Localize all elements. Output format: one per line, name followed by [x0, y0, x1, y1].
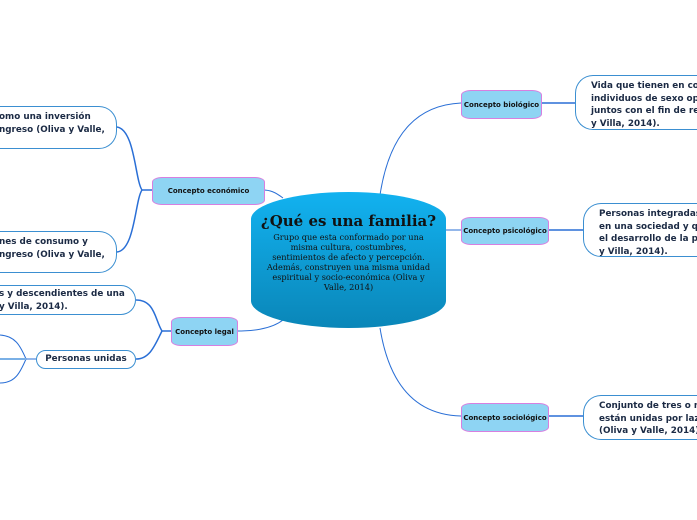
leaf-line: juntos con el fin de repr — [591, 106, 697, 116]
concept-legal[interactable]: Concepto legal — [171, 317, 238, 346]
central-topic[interactable]: ¿Qué es una familia? Grupo que esta conf… — [251, 192, 446, 328]
leaf-line: en una sociedad y que — [599, 221, 697, 232]
leaf-line: (Oliva y Valle, 2014). — [599, 426, 697, 436]
leaf-line: y Villa, 2014). — [599, 246, 668, 257]
biologico-leaf[interactable]: Vida que tienen en com individuos de sex… — [575, 75, 697, 130]
concept-economico[interactable]: Concepto económico — [152, 177, 265, 205]
leaf-line: ngreso (Oliva y Valle, — [0, 249, 105, 260]
leaf-line: omo una inversión — [0, 112, 91, 122]
leaf-line: Personas integradas s — [599, 209, 697, 219]
sociologico-leaf[interactable]: Conjunto de tres o m están unidas por la… — [583, 395, 697, 440]
leaf-line: Conjunto de tres o m — [599, 401, 697, 411]
legal-leaf-personas-unidas[interactable]: Personas unidas — [36, 350, 136, 369]
leaf-line: individuos de sexo opue — [591, 93, 697, 104]
central-title: ¿Qué es una familia? — [260, 212, 437, 230]
leaf-line: ngreso (Oliva y Valle, — [0, 124, 105, 135]
leaf-line: están unidas por lazo — [599, 413, 697, 424]
leaf-line: Vida que tienen en com — [591, 81, 697, 91]
leaf-line: nes de consumo y — [0, 237, 88, 247]
legal-leaf-1[interactable]: s y descendientes de una y Villa, 2014). — [0, 285, 136, 315]
economico-leaf-1[interactable]: omo una inversión ngreso (Oliva y Valle, — [0, 106, 117, 149]
psicologico-leaf[interactable]: Personas integradas s en una sociedad y … — [583, 203, 697, 257]
leaf-line: s y descendientes de una — [0, 289, 125, 299]
leaf-line: y Villa, 2014). — [591, 118, 660, 129]
concept-sociologico[interactable]: Concepto sociológico — [461, 403, 549, 432]
central-text: Grupo que esta conformado por una misma … — [266, 232, 431, 292]
leaf-line: el desarrollo de la pers — [599, 234, 697, 244]
leaf-line: y Villa, 2014). — [0, 301, 68, 312]
concept-psicologico[interactable]: Concepto psicológico — [461, 217, 549, 245]
concept-biologico[interactable]: Concepto biológico — [461, 90, 542, 119]
economico-leaf-2[interactable]: nes de consumo y ngreso (Oliva y Valle, — [0, 231, 117, 273]
